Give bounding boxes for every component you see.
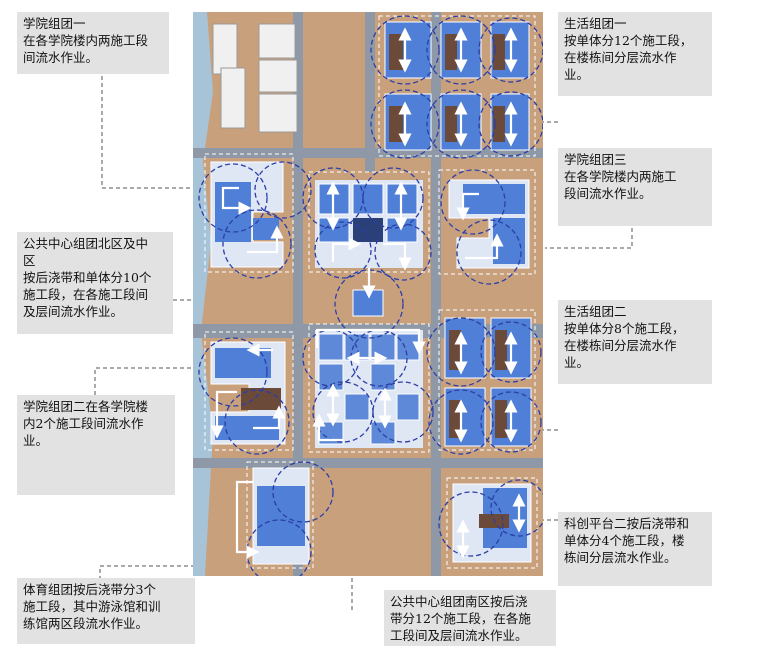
callout-public-center-south: 公共中心组团南区按后浇 带分12个施工段，在各施 工段间及层间流水作业。 bbox=[384, 590, 556, 646]
tower-crane-circles bbox=[198, 15, 543, 576]
callout-academic-cluster-2: 学院组团二在各学院楼 内2个施工段间流水作 业。 bbox=[17, 395, 175, 495]
callout-sports-cluster: 体育组团按后浇带分3个 施工段，其中游泳馆和训 练馆两区段流水作业。 bbox=[17, 578, 195, 644]
public-center-south-buildings bbox=[308, 323, 430, 453]
callout-academic-cluster-3: 学院组团三 在各学院楼内两施工 段间流水作业。 bbox=[558, 148, 712, 226]
leader-academic-3 bbox=[545, 228, 633, 249]
flow-arrows bbox=[210, 27, 526, 559]
callout-living-cluster-2: 生活组团二 按单体分8个施工段， 在楼栋间分层流水作 业。 bbox=[558, 300, 712, 384]
callout-living-cluster-1: 生活组团一 按单体分12个施工段， 在楼栋间分层流水作 业。 bbox=[558, 12, 712, 96]
existing-buildings bbox=[212, 23, 298, 133]
leader-academic-2 bbox=[94, 367, 205, 395]
callout-public-center-north: 公共中心组团北区及中 区 按后浇带和单体分10个 施工段，在各施工段间 及层间流… bbox=[17, 232, 173, 334]
site-plan bbox=[193, 12, 543, 576]
academic-cluster-3-buildings bbox=[438, 169, 536, 275]
callout-innovation-platform-2: 科创平台二按后浇带和 单体分4个施工段，楼 栋间分层流水作业。 bbox=[558, 512, 712, 586]
callout-academic-cluster-1: 学院组团一 在各学院楼内两施工段 间流水作业。 bbox=[17, 12, 169, 74]
leader-academic-1 bbox=[101, 76, 205, 189]
sports-cluster-buildings bbox=[246, 461, 314, 569]
